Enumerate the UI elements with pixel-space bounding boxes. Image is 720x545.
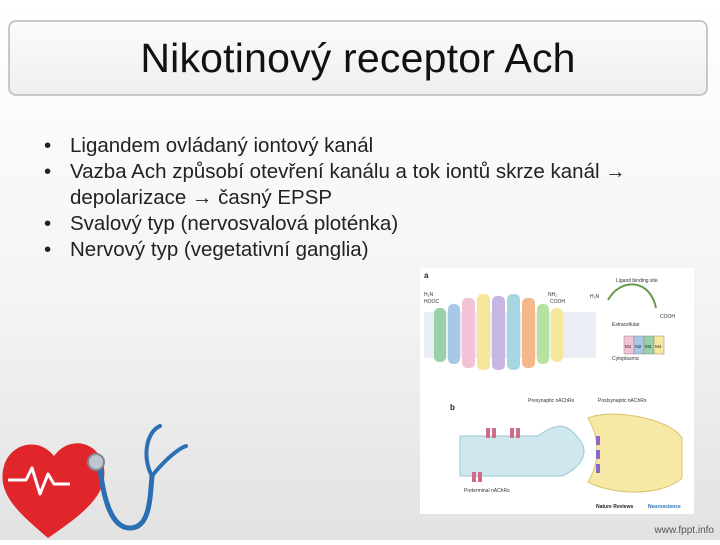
helix-orange bbox=[522, 298, 535, 368]
helix-cyan bbox=[507, 294, 520, 370]
m1-label: M1 bbox=[625, 344, 632, 349]
helix-blue bbox=[448, 304, 460, 364]
postsynaptic-label: Postsynaptic nAChRs bbox=[598, 398, 647, 404]
footer-site: www.fppt.info bbox=[654, 525, 714, 536]
bullet-item: • Vazba Ach způsobí otevření kanálu a tok… bbox=[44, 159, 684, 211]
stethoscope-chestpiece-icon bbox=[87, 453, 105, 471]
slide-title: Nikotinový receptor Ach bbox=[140, 34, 576, 81]
stethoscope-arm-icon bbox=[144, 424, 162, 478]
bullet-text: Vazba Ach způsobí otevření kanálu a tok … bbox=[70, 160, 626, 209]
cooh-label: COOH bbox=[550, 299, 565, 305]
nachr-icon bbox=[596, 464, 600, 473]
presynaptic-label: Presynaptic nAChRs bbox=[528, 398, 575, 404]
helix-green bbox=[434, 308, 446, 362]
nachr-icon bbox=[510, 428, 514, 438]
postsynaptic-cell bbox=[587, 413, 683, 493]
preterminal-label: Preterminal nAChRs bbox=[464, 488, 510, 494]
h2n-right-label: H₂N bbox=[590, 294, 600, 300]
helix-pink bbox=[462, 298, 475, 368]
nachr-icon bbox=[596, 450, 600, 459]
bullet-dot: • bbox=[44, 238, 52, 261]
helix-yellow bbox=[477, 294, 490, 370]
segment-m4 bbox=[653, 335, 665, 355]
bullet-text: Svalový typ (nervosvalová ploténka) bbox=[70, 212, 399, 235]
helix-purple bbox=[492, 296, 505, 370]
helix-yellow-2 bbox=[551, 308, 563, 362]
cytoplasmic-label: Cytoplasmic bbox=[612, 356, 640, 362]
nachr-icon bbox=[486, 428, 490, 438]
nachr-icon bbox=[492, 428, 496, 438]
heart-stethoscope-logo bbox=[0, 418, 200, 540]
hooc-left-label: HOOC bbox=[424, 299, 439, 305]
nh2-label: NH₂ bbox=[548, 292, 557, 298]
panel-b-label: b bbox=[450, 403, 455, 412]
stethoscope-arm-icon bbox=[150, 444, 188, 478]
heart-icon bbox=[2, 424, 188, 538]
bullet-item: • Svalový typ (nervosvalová ploténka) bbox=[44, 211, 684, 237]
cooh-right-label: COOH bbox=[660, 314, 675, 320]
m2-label: M2 bbox=[635, 344, 642, 349]
pulse-line-icon bbox=[8, 466, 70, 496]
bullet-dot: • bbox=[44, 212, 52, 235]
receptor-subunits bbox=[434, 294, 563, 370]
h2n-left-label: H₂N bbox=[424, 292, 434, 298]
nachr-icon bbox=[596, 436, 600, 445]
extracellular-label: Extracellular bbox=[612, 322, 640, 328]
bullet-text: Ligandem ovládaný iontový kanál bbox=[70, 134, 374, 157]
heart-shape bbox=[2, 443, 105, 538]
nachr-icon bbox=[478, 472, 482, 482]
receptor-icons bbox=[472, 428, 600, 482]
title-box: Nikotinový receptor Ach bbox=[8, 20, 708, 96]
helix-lime bbox=[537, 304, 549, 364]
bullet-dot: • bbox=[44, 160, 52, 183]
m4-label: M4 bbox=[655, 344, 662, 349]
bullet-dot: • bbox=[44, 134, 52, 157]
bullet-item: • Nervový typ (vegetativní ganglia) bbox=[44, 237, 684, 263]
receptor-diagram: a H₂N HOOC NH₂ COOH Ligand binding site … bbox=[424, 271, 683, 510]
nachr-icon bbox=[472, 472, 476, 482]
ligand-site-label: Ligand binding site bbox=[616, 278, 658, 284]
bullet-list: • Ligandem ovládaný iontový kanál • Vazba … bbox=[44, 133, 684, 263]
receptor-figure: a H₂N HOOC NH₂ COOH Ligand binding site … bbox=[420, 268, 694, 514]
credit-journal: Nature Reviews bbox=[596, 504, 633, 510]
bullet-text: Nervový typ (vegetativní ganglia) bbox=[70, 238, 369, 261]
nachr-icon bbox=[516, 428, 520, 438]
bullet-item: • Ligandem ovládaný iontový kanál bbox=[44, 133, 684, 159]
presynaptic-terminal bbox=[459, 425, 585, 477]
panel-a-label: a bbox=[424, 271, 429, 280]
loop-path bbox=[607, 283, 657, 309]
credit-field: Neuroscience bbox=[648, 504, 681, 510]
m3-label: M3 bbox=[645, 344, 652, 349]
stethoscope-tube-icon bbox=[97, 465, 155, 531]
